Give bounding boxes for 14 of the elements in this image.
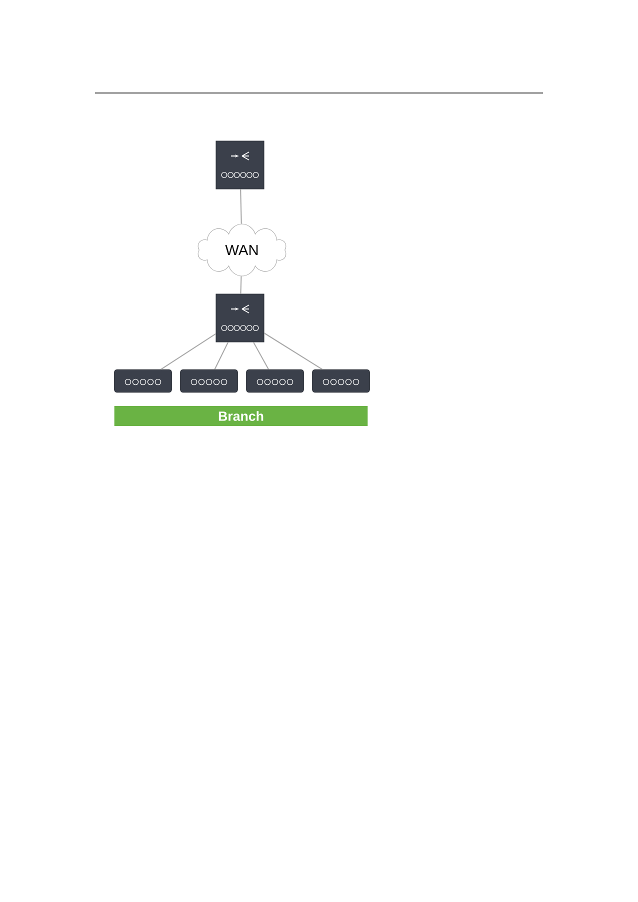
access-point-drawing [312, 369, 370, 393]
connector-line [253, 342, 270, 370]
access-point-drawing [246, 369, 304, 393]
controller-drawing [216, 294, 264, 342]
controller-drawing [216, 140, 264, 190]
connector-line [240, 276, 242, 294]
access-point-drawing [114, 369, 172, 393]
branch-banner: Branch [114, 406, 368, 426]
connector-line [264, 332, 323, 370]
connector-line [160, 333, 216, 370]
connector-line [214, 342, 229, 370]
cloud: WAN [198, 224, 286, 276]
access-point-drawing [180, 369, 238, 393]
connector-line [240, 189, 242, 224]
